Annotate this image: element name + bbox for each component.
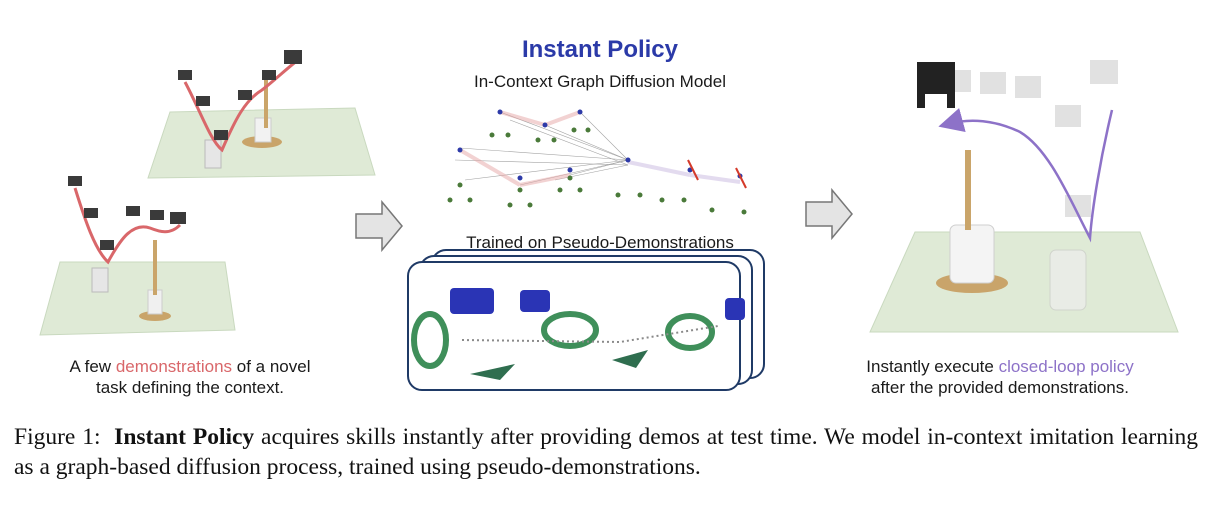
- right-panel-caption: Instantly execute closed-loop policy aft…: [830, 356, 1170, 398]
- figure-illustration: [39, 50, 1179, 391]
- left-caption-pre: A few: [69, 357, 116, 376]
- figure-caption: Figure 1: Instant Policy acquires skills…: [14, 422, 1198, 482]
- demo-scene-bottom: [39, 176, 236, 336]
- figure-title: Instant Policy: [521, 36, 679, 63]
- trained-label: Trained on Pseudo-Demonstrations: [466, 233, 734, 252]
- demo-scene-top: [147, 50, 376, 179]
- arrow-right-icon: [355, 199, 403, 253]
- caption-bold: Instant Policy: [114, 424, 255, 450]
- left-caption-line2: task defining the context.: [95, 378, 285, 397]
- left-panel-caption: A few demonstrations of a novel task def…: [20, 356, 360, 398]
- left-caption-highlight: demonstrations: [115, 357, 233, 376]
- arrow-right-icon: [805, 187, 853, 241]
- pseudo-demo-stack: [407, 249, 765, 391]
- right-caption-line2: after the provided demonstrations.: [871, 378, 1129, 397]
- right-caption-pre: Instantly execute: [866, 357, 999, 376]
- graph-diagram: [447, 109, 747, 215]
- caption-label: Figure 1:: [14, 424, 101, 450]
- execution-scene: [869, 60, 1179, 333]
- right-caption-highlight: closed-loop policy: [998, 357, 1134, 376]
- left-caption-post: of a novel: [232, 357, 311, 376]
- figure-subtitle: In-Context Graph Diffusion Model: [474, 72, 726, 91]
- caption-rest: acquires skills instantly after providin…: [14, 424, 1198, 480]
